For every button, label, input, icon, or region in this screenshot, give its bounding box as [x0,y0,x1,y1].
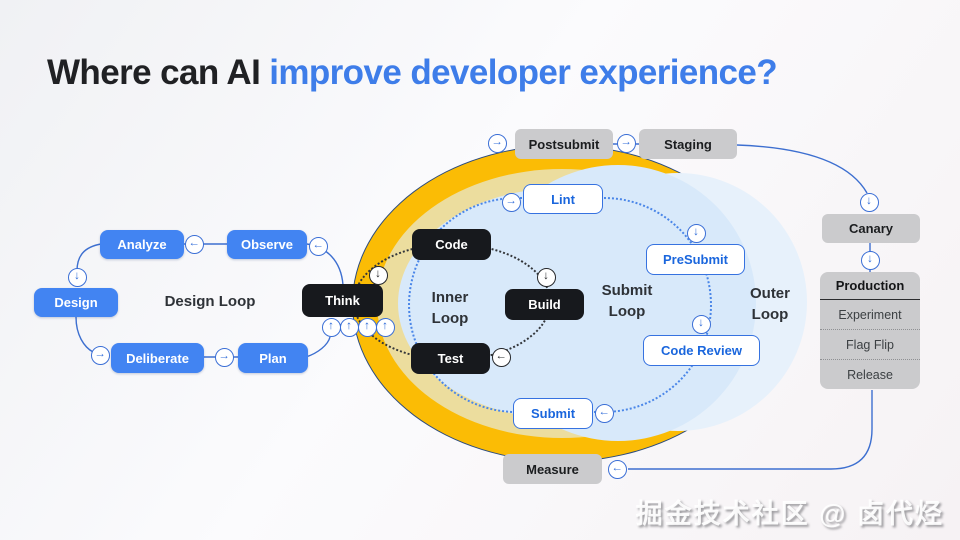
arrow-left-icon: ← [594,403,614,423]
node-measure: Measure [503,454,602,484]
arrow-down-icon: ↓ [368,265,388,285]
arrow-up-icon: ↑ [321,317,341,337]
arrow-left-icon: ← [607,459,627,479]
node-test: Test [411,343,490,374]
arrow-up-icon: ↑ [375,317,395,337]
arrow-right-icon: → [90,345,110,365]
node-code: Code [412,229,491,260]
arrow-left-icon: ← [308,236,328,256]
node-analyze: Analyze [100,230,184,259]
production-header: Production [820,272,920,300]
node-design: Design [34,288,118,317]
arrow-left-icon: ← [184,234,204,254]
arrow-right-icon: → [487,133,507,153]
node-submit: Submit [513,398,593,429]
node-lint: Lint [523,184,603,214]
node-presubmit: PreSubmit [646,244,745,275]
title-highlight: improve developer experience? [269,53,778,93]
watermark: 掘金技术社区 @ 卤代烃 [635,499,944,529]
node-build: Build [505,289,584,320]
node-canary: Canary [822,214,920,243]
submit-loop-label: Submit Loop [601,282,653,320]
arrow-left-icon: ← [491,347,511,367]
arrow-up-icon: ↑ [339,317,359,337]
production-row-experiment: Experiment [820,300,920,330]
arrow-down-icon: ↓ [859,192,879,212]
node-observe: Observe [227,230,307,259]
arrow-up-icon: ↑ [357,317,377,337]
arrow-right-icon: → [501,192,521,212]
node-think: Think [302,284,383,317]
arrow-down-icon: ↓ [691,314,711,334]
arrow-down-icon: ↓ [536,267,556,287]
production-table: Production Experiment Flag Flip Release [820,272,920,389]
node-code-review: Code Review [643,335,760,366]
design-loop-label: Design Loop [164,293,256,310]
arrow-down-icon: ↓ [860,250,880,270]
outer-loop-label: Outer Loop [749,285,790,323]
production-row-flag-flip: Flag Flip [820,330,920,360]
arrow-right-icon: → [214,347,234,367]
inner-loop-label: Inner Loop [431,289,469,327]
node-deliberate: Deliberate [111,343,204,373]
production-row-release: Release [847,367,893,382]
node-staging: Staging [639,129,737,159]
arrow-down-icon: ↓ [686,223,706,243]
arrow-down-icon: ↓ [67,267,87,287]
title-prefix: Where can AI [47,53,261,93]
node-postsubmit: Postsubmit [515,129,613,159]
node-plan: Plan [238,343,308,373]
arrow-right-icon: → [616,133,636,153]
